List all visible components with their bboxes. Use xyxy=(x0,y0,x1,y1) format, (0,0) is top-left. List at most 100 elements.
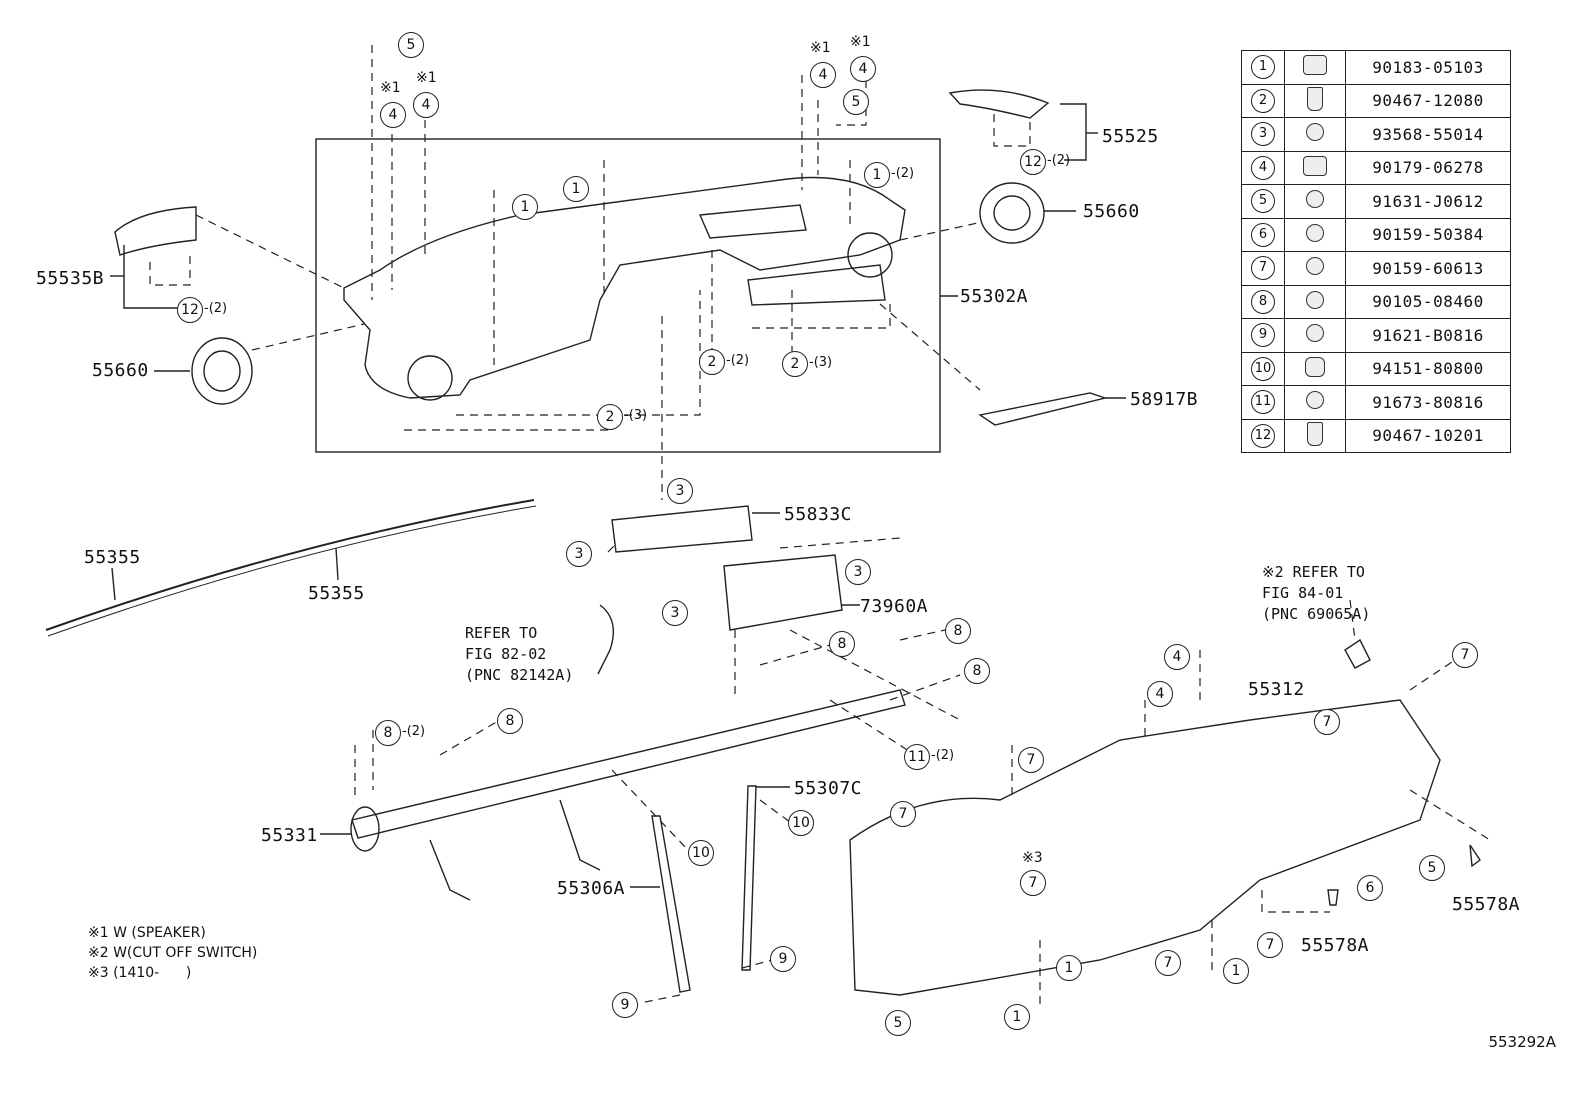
row-number-circle: 4 xyxy=(1251,155,1275,180)
legend-notes: ※1 W (SPEAKER) ※2 W(CUT OFF SWITCH) ※3 (… xyxy=(88,925,258,981)
row-part-number: 94151-80800 xyxy=(1345,351,1511,386)
row-icon-cell xyxy=(1284,150,1346,185)
callout-3: 3 xyxy=(845,559,871,585)
row-part-number: 90467-12080 xyxy=(1345,83,1511,118)
row-icon-cell xyxy=(1284,83,1346,118)
callout-11: 11 xyxy=(904,744,930,770)
label-58917b: 58917B xyxy=(1130,389,1199,410)
clip-nut-icon xyxy=(1303,55,1327,76)
table-row: 9 91621-B0816 xyxy=(1241,318,1511,353)
clip-nut-icon xyxy=(1303,155,1327,176)
clip-icon xyxy=(1307,421,1323,446)
refer-note-fig84: ※2 REFER TO FIG 84-01 (PNC 69065A) xyxy=(1262,563,1371,623)
callout-2: 2 xyxy=(699,349,725,375)
qty-2: -(2) xyxy=(204,301,228,316)
callout-3: 3 xyxy=(566,541,592,567)
label-55302a: 55302A xyxy=(960,286,1029,307)
callout-8: 8 xyxy=(375,720,401,746)
row-icon-cell xyxy=(1284,117,1346,152)
label-55307c: 55307C xyxy=(794,778,863,799)
callout-7: 7 xyxy=(890,801,916,827)
clip-icon xyxy=(1307,86,1323,111)
screw-icon xyxy=(1306,123,1324,142)
qty-3: -(3) xyxy=(624,408,648,423)
qty-2: -(2) xyxy=(931,748,955,763)
table-row: 1 90183-05103 xyxy=(1241,50,1511,85)
callout-3: 3 xyxy=(662,600,688,626)
table-row: 3 93568-55014 xyxy=(1241,117,1511,152)
row-number: 10 xyxy=(1241,351,1285,386)
mark-3: ※3 xyxy=(1022,850,1043,866)
callout-8: 8 xyxy=(964,658,990,684)
bolt-icon xyxy=(1306,391,1324,410)
callout-8: 8 xyxy=(945,618,971,644)
label-55355-b: 55355 xyxy=(308,583,365,604)
row-number: 3 xyxy=(1241,117,1285,152)
bolt-icon xyxy=(1306,290,1324,309)
callout-4: 4 xyxy=(1164,644,1190,670)
callout-12: 12 xyxy=(177,297,203,323)
row-number: 8 xyxy=(1241,284,1285,319)
callout-4: 4 xyxy=(380,102,406,128)
row-icon-cell xyxy=(1284,284,1346,319)
label-55660-right: 55660 xyxy=(1083,201,1140,222)
callout-7: 7 xyxy=(1018,747,1044,773)
row-number-circle: 6 xyxy=(1251,222,1275,247)
callout-4: 4 xyxy=(810,62,836,88)
row-part-number: 93568-55014 xyxy=(1345,117,1511,152)
row-part-number: 90159-60613 xyxy=(1345,251,1511,286)
dashboard-panel-outline xyxy=(343,176,906,399)
callout-7: 7 xyxy=(1452,642,1478,668)
row-number: 11 xyxy=(1241,385,1285,420)
table-row: 10 94151-80800 xyxy=(1241,351,1511,386)
callout-6: 6 xyxy=(1357,875,1383,901)
row-icon-cell xyxy=(1284,50,1346,85)
row-part-number: 90183-05103 xyxy=(1345,50,1511,85)
row-number-circle: 1 xyxy=(1251,55,1275,80)
row-number-circle: 8 xyxy=(1251,289,1275,314)
bolt-icon xyxy=(1306,324,1324,343)
reinforcement-55331-shape xyxy=(351,689,906,839)
label-55355-a: 55355 xyxy=(84,547,141,568)
callout-2: 2 xyxy=(597,404,623,430)
table-row: 4 90179-06278 xyxy=(1241,150,1511,185)
row-part-number: 90159-50384 xyxy=(1345,217,1511,252)
label-55525: 55525 xyxy=(1102,126,1159,147)
callout-5: 5 xyxy=(843,89,869,115)
callout-7: 7 xyxy=(1155,950,1181,976)
label-55833c: 55833C xyxy=(784,504,853,525)
row-number-circle: 10 xyxy=(1251,356,1275,381)
callout-8: 8 xyxy=(829,631,855,657)
row-number: 9 xyxy=(1241,318,1285,353)
row-number: 12 xyxy=(1241,418,1285,453)
callout-4: 4 xyxy=(1147,681,1173,707)
callout-9: 9 xyxy=(770,946,796,972)
row-icon-cell xyxy=(1284,418,1346,453)
callout-1: 1 xyxy=(512,194,538,220)
mark-1: ※1 xyxy=(416,70,437,86)
qty-2: -(2) xyxy=(1047,153,1071,168)
callout-10: 10 xyxy=(688,840,714,866)
callout-1: 1 xyxy=(1223,958,1249,984)
mark-1: ※1 xyxy=(380,80,401,96)
row-number: 1 xyxy=(1241,50,1285,85)
qty-3: -(3) xyxy=(809,355,833,370)
label-73960a: 73960A xyxy=(860,596,929,617)
callout-7: 7 xyxy=(1020,870,1046,896)
callout-1: 1 xyxy=(1056,955,1082,981)
callout-4: 4 xyxy=(413,92,439,118)
row-number-circle: 3 xyxy=(1251,122,1275,147)
row-part-number: 90179-06278 xyxy=(1345,150,1511,185)
bolt-icon xyxy=(1306,257,1324,276)
callout-5: 5 xyxy=(885,1010,911,1036)
figure-id: 553292A xyxy=(1488,1033,1556,1051)
row-part-number: 91621-B0816 xyxy=(1345,318,1511,353)
qty-2: -(2) xyxy=(891,166,915,181)
table-row: 6 90159-50384 xyxy=(1241,217,1511,252)
